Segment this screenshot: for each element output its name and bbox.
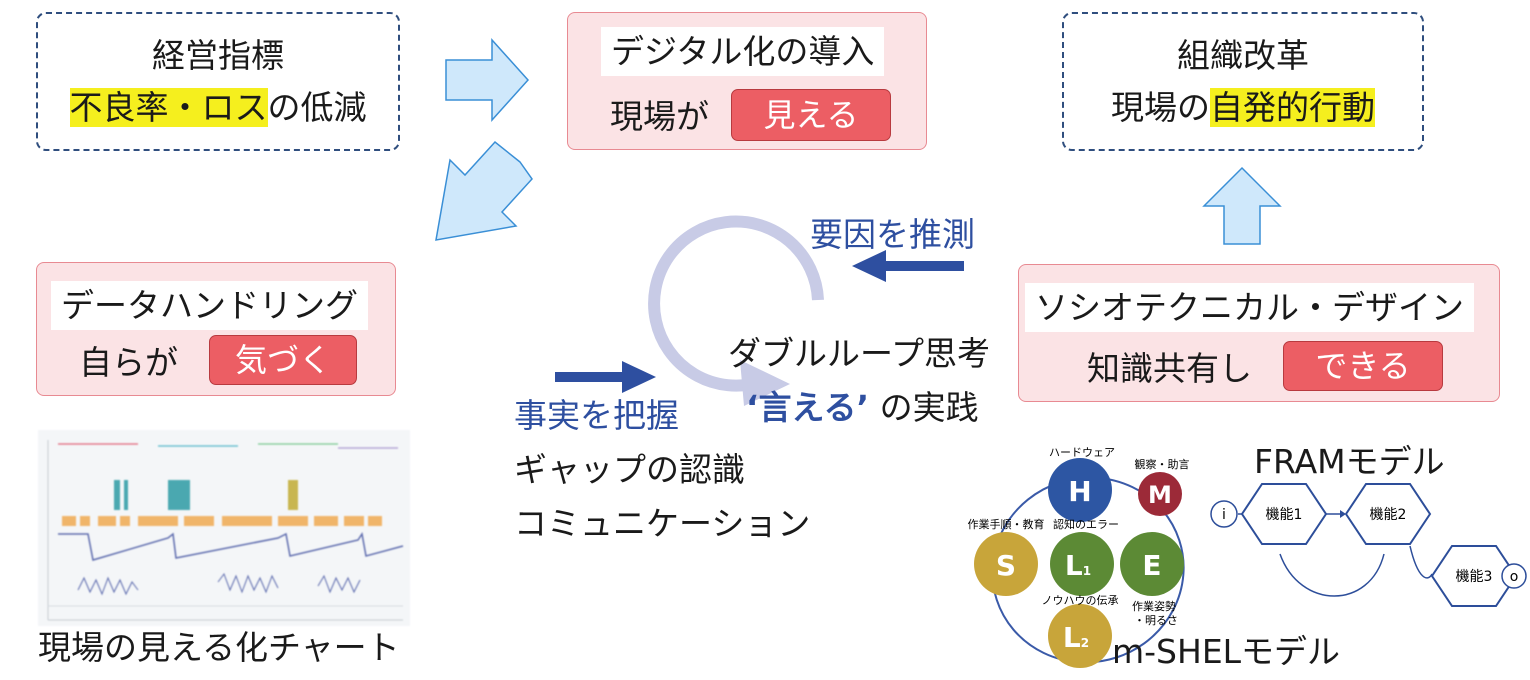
loop-arrowhead [740, 360, 790, 406]
sociotech-title: ソシオテクニカル・デザイン [1025, 283, 1474, 332]
management-goal-highlight: 不良率・ロス [69, 88, 268, 127]
mshel-S-node [974, 532, 1038, 596]
gap-label: ギャップの認識 [514, 450, 745, 489]
mshel-S-label: S [996, 549, 1016, 582]
fram-function-3-label: 機能3 [1456, 569, 1493, 585]
mshel-L2-label: L2 [1063, 621, 1089, 654]
fram-function-2-label: 機能2 [1370, 507, 1407, 523]
org-goal-plain: 現場の [1111, 88, 1210, 127]
mshel-procedure-label: 作業手順・教育 [968, 517, 1045, 531]
say-practice: ‘言える’ の実践 [746, 388, 979, 428]
infer-arrow-head [852, 250, 886, 282]
fram-caption: FRAMモデル [1254, 442, 1445, 481]
fram-function-1 [1240, 483, 1328, 545]
fram-input-label: i [1222, 507, 1226, 523]
sociotech-subject: 知識共有し [1087, 349, 1252, 388]
mshel-caption: m-SHELモデル [1112, 632, 1341, 671]
digital-title: デジタル化の導入 [601, 27, 885, 76]
data-handling-box: データハンドリング 自らが 気づく [36, 262, 396, 396]
visualization-chart-thumbnail [38, 430, 410, 626]
management-goal: 不良率・ロスの低減 [38, 88, 398, 128]
mshel-E-node [1120, 532, 1184, 596]
mshel-E-label: E [1142, 549, 1161, 582]
digital-box: デジタル化の導入 現場が 見える [567, 12, 927, 150]
mshel-H-label: H [1068, 475, 1091, 508]
right-arrow [445, 38, 530, 122]
up-arrow [1202, 166, 1282, 245]
fram-input-node [1210, 500, 1238, 528]
org-goal: 現場の自発的行動 [1064, 88, 1422, 128]
mshel-observation-label: 観察・助言 [1135, 457, 1190, 471]
mshel-M-label: M [1148, 481, 1172, 509]
mshel-M-node [1138, 472, 1182, 516]
infer-label: 要因を推測 [810, 215, 975, 254]
fram-curve-f2-f3 [1409, 545, 1433, 579]
data-handling-subject: 自らが [79, 343, 178, 382]
fram-function-3 [1430, 545, 1518, 607]
mshel-H-node [1048, 458, 1112, 522]
fact-arrow-head [622, 361, 656, 393]
double-loop-circle [648, 215, 824, 392]
down-left-arrow [435, 140, 533, 241]
mshel-brightness-label: ・明るさ [1134, 614, 1178, 627]
infer-arrow-shaft [880, 261, 964, 271]
mshel-L1-node [1050, 532, 1114, 596]
org-title: 組織改革 [1177, 36, 1309, 75]
digital-action-button: 見える [731, 89, 891, 141]
mshel-L1-label: L1 [1065, 549, 1091, 582]
mshel-diagram: H M S L1 E L2 ハードウェア 観察・助言 作業手順・教育 認知のエラ… [968, 446, 1190, 668]
fact-arrow-shaft [555, 372, 627, 382]
fram-output-node [1501, 563, 1527, 589]
management-index-box: 経営指標 不良率・ロスの低減 [36, 12, 400, 151]
fram-function-2 [1344, 483, 1432, 545]
fram-diagram: i 機能1 機能2 機能3 o [1210, 483, 1527, 607]
mshel-cognition-label: 認知のエラー [1053, 517, 1119, 531]
sociotech-action-button: できる [1283, 341, 1443, 391]
org-reform-box: 組織改革 現場の自発的行動 [1062, 12, 1424, 151]
fram-function-1-label: 機能1 [1266, 507, 1303, 523]
data-handling-title: データハンドリング [51, 281, 368, 330]
practice-label: の実践 [879, 388, 979, 427]
fram-output-label: o [1510, 569, 1519, 585]
sociotech-box: ソシオテクニカル・デザイン 知識共有し できる [1018, 264, 1500, 402]
fram-curve-f1-f2 [1279, 553, 1385, 597]
data-handling-action-button: 気づく [209, 335, 357, 385]
mshel-knowhow-label: ノウハウの伝承 [1042, 594, 1119, 607]
communication-label: コミュニケーション [514, 504, 811, 543]
digital-subject: 現場が [610, 97, 709, 136]
management-goal-rest: の低減 [267, 88, 367, 127]
mshel-posture-label: 作業姿勢 [1132, 599, 1176, 613]
org-goal-highlight: 自発的行動 [1210, 88, 1375, 127]
management-title: 経営指標 [152, 36, 284, 75]
fact-label: 事実を把握 [514, 396, 679, 435]
chart-caption: 現場の見える化チャート [38, 628, 400, 667]
double-loop-title: ダブルループ思考 [728, 334, 991, 373]
mshel-L2-node [1048, 604, 1112, 668]
say-quote: ‘言える’ [746, 388, 870, 427]
mshel-hardware-label: ハードウェア [1049, 446, 1115, 459]
